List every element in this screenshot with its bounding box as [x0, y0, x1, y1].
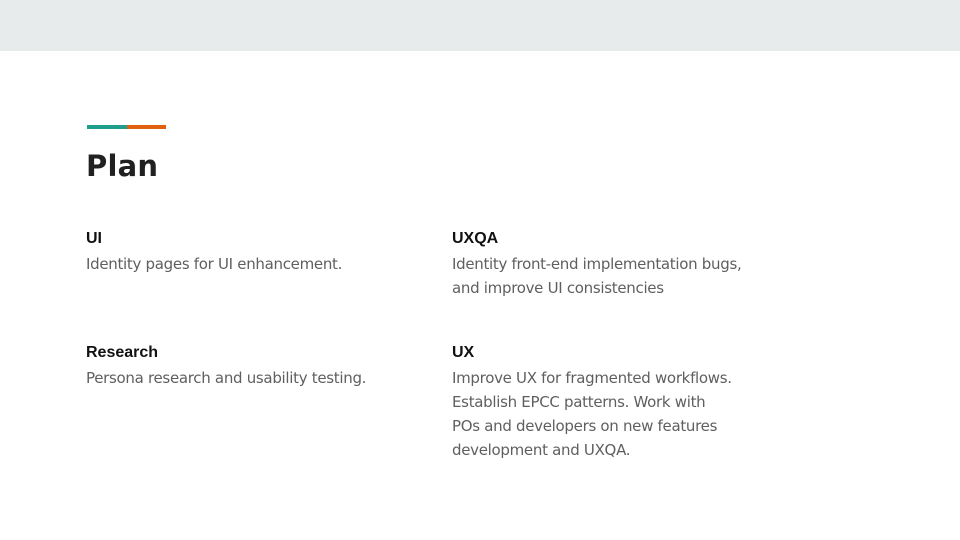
- plan-block-line: Establish EPCC patterns. Work with: [452, 393, 706, 411]
- plan-block-ui: UI Identity pages for UI enhancement.: [86, 229, 406, 276]
- plan-block-line: development and UXQA.: [452, 441, 631, 459]
- plan-block-heading: Research: [86, 344, 159, 361]
- plan-block-line: Persona research and usability testing.: [86, 369, 367, 387]
- plan-block-heading: UX: [452, 344, 475, 361]
- plan-block-line: POs and developers on new features: [452, 417, 718, 435]
- plan-block-line: and improve UI consistencies: [452, 279, 664, 297]
- plan-block-body: Identity front-end implementation bugs, …: [452, 252, 772, 300]
- plan-block-body: Persona research and usability testing.: [86, 366, 406, 390]
- plan-block-line: Identity pages for UI enhancement.: [86, 255, 343, 273]
- title-accent-bar: [87, 125, 166, 129]
- plan-block-line: Identity front-end implementation bugs,: [452, 255, 742, 273]
- top-band: [0, 0, 960, 51]
- plan-block-line: Improve UX for fragmented workflows.: [452, 369, 732, 387]
- plan-block-heading: UXQA: [452, 230, 499, 247]
- plan-block-ux: UX Improve UX for fragmented workflows. …: [452, 343, 772, 462]
- plan-block-body: Identity pages for UI enhancement.: [86, 252, 406, 276]
- plan-block-uxqa: UXQA Identity front-end implementation b…: [452, 229, 772, 300]
- plan-block-research: Research Persona research and usability …: [86, 343, 406, 390]
- accent-segment-orange: [127, 125, 166, 129]
- plan-block-body: Improve UX for fragmented workflows. Est…: [452, 366, 772, 462]
- plan-block-heading: UI: [86, 230, 102, 247]
- slide-title: Plan: [86, 149, 159, 183]
- accent-segment-teal: [87, 125, 127, 129]
